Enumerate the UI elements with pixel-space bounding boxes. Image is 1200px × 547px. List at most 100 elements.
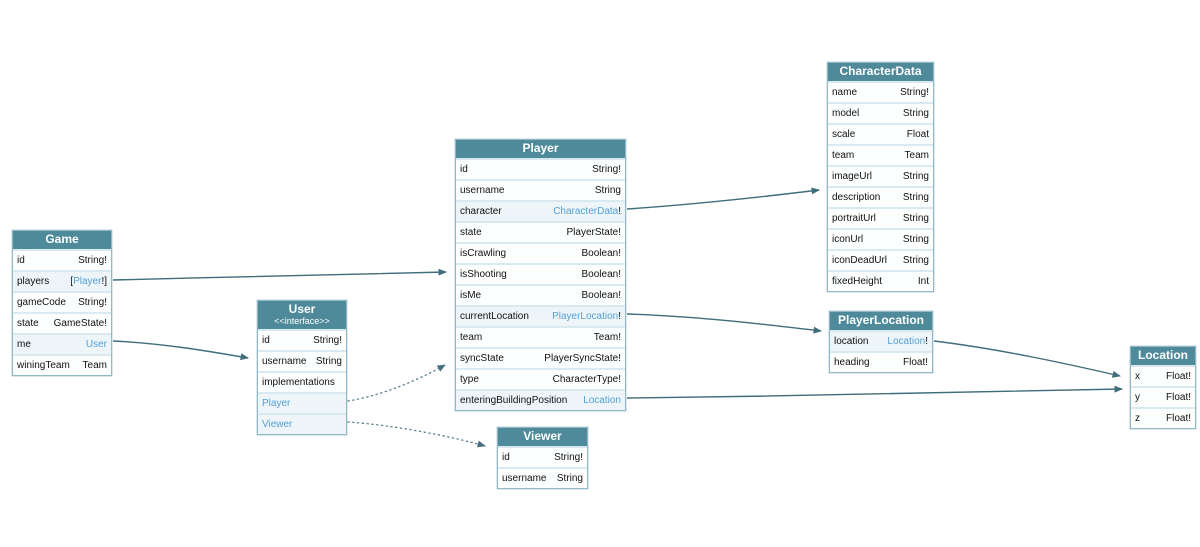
field-name: isCrawling	[460, 248, 507, 259]
field-type: Float!	[1165, 413, 1191, 424]
field-name: z	[1135, 413, 1140, 424]
edge-game-me-to-user	[112, 340, 249, 361]
field-name: gameCode	[17, 297, 66, 308]
field-type: String!	[592, 164, 621, 175]
type-name: PlayerLocation	[837, 313, 925, 327]
field-name: y	[1135, 392, 1140, 403]
implementation-link-row-viewer[interactable]: Viewer	[258, 415, 346, 434]
type-name: CharacterData	[839, 64, 922, 78]
field-type: String	[315, 356, 342, 367]
field-row-username[interactable]: username String	[456, 181, 625, 200]
field-type: String!	[554, 452, 583, 463]
field-type: String!	[78, 297, 107, 308]
field-type: String	[902, 234, 929, 245]
field-type[interactable]: Location!	[887, 336, 928, 347]
field-row-username[interactable]: username String	[258, 352, 346, 371]
field-type: String	[594, 185, 621, 196]
type-link: PlayerLocation	[552, 311, 619, 322]
type-link[interactable]: Viewer	[262, 419, 293, 430]
type-node-header-location[interactable]: Location	[1131, 347, 1195, 365]
type-node-header-game[interactable]: Game	[13, 231, 111, 249]
field-type: Int	[917, 276, 929, 287]
row-label: implementations	[262, 377, 335, 388]
field-type[interactable]: PlayerLocation!	[552, 311, 621, 322]
type-name: User	[288, 302, 316, 316]
field-row-portraitUrl[interactable]: portraitUrl String	[828, 209, 933, 228]
type-node-header-characterdata[interactable]: CharacterData	[828, 63, 933, 81]
field-name: scale	[832, 129, 856, 140]
type-link: Player	[73, 276, 102, 287]
field-type[interactable]: [Player!]	[70, 276, 107, 287]
field-type[interactable]: User	[86, 335, 107, 354]
field-name: iconDeadUrl	[832, 255, 888, 266]
field-type[interactable]: Location	[583, 391, 621, 410]
field-type: String	[556, 473, 583, 484]
type-node-header-user[interactable]: User<<interface>>	[258, 301, 346, 329]
field-name: x	[1135, 371, 1140, 382]
field-name: state	[460, 227, 482, 238]
type-link: Location	[583, 395, 621, 406]
field-type: String	[902, 192, 929, 203]
field-type: Team	[82, 360, 107, 371]
field-name: username	[460, 185, 505, 196]
field-row-z[interactable]: z Float!	[1131, 409, 1195, 428]
edge-player-character-to-characterdata	[626, 187, 820, 210]
field-name: username	[262, 356, 307, 367]
edge-user-implementation-viewer	[347, 421, 486, 448]
edge-player-enteringbuildingposition-to-location	[626, 385, 1123, 399]
type-link[interactable]: Player	[262, 398, 291, 409]
field-type: String	[902, 255, 929, 266]
field-row-gameCode[interactable]: gameCode String!	[13, 293, 111, 312]
field-name: portraitUrl	[832, 213, 876, 224]
implementation-link-row-player[interactable]: Player	[258, 394, 346, 413]
field-type: String	[902, 213, 929, 224]
type-node-header-viewer[interactable]: Viewer	[498, 428, 587, 446]
field-type[interactable]: CharacterData!	[553, 206, 621, 217]
field-row-scale[interactable]: scale Float	[828, 125, 933, 144]
type-node-header-playerlocation[interactable]: PlayerLocation	[830, 312, 932, 330]
type-node-header-player[interactable]: Player	[456, 140, 625, 158]
edge-playerlocation-location-to-location	[933, 340, 1121, 378]
field-type: Float	[906, 129, 929, 140]
field-row-iconDeadUrl[interactable]: iconDeadUrl String	[828, 251, 933, 270]
field-type: GameState!	[53, 318, 107, 329]
implementations-label-row[interactable]: implementations	[258, 373, 346, 392]
field-row-players[interactable]: players[Player!]	[13, 272, 111, 291]
